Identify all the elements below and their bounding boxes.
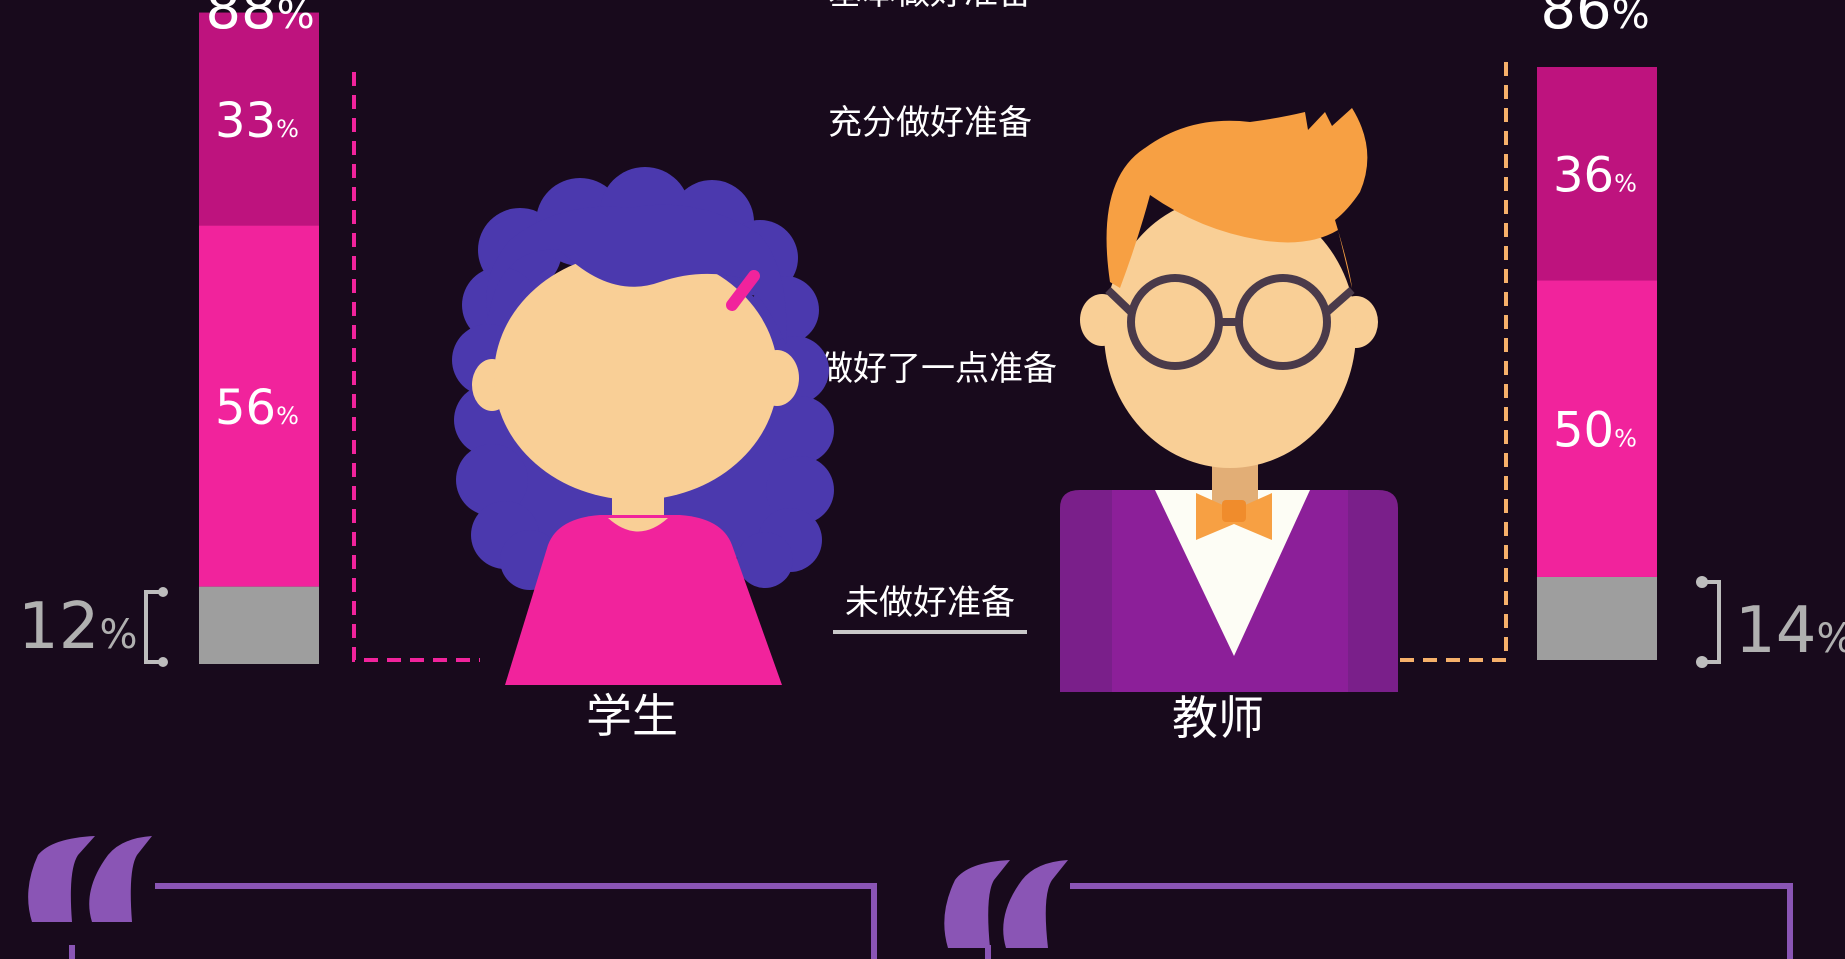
student-guide-line	[352, 72, 480, 662]
student-quote-box	[28, 836, 877, 959]
teacher-bar-segment-2	[1537, 576, 1657, 660]
teacher-illustration	[1060, 108, 1398, 692]
student-total-value: 88	[205, 0, 276, 42]
student-bar-segment-0	[199, 12, 319, 226]
legend-fully-prepared: 充分做好准备	[828, 103, 1032, 143]
teacher-bracket	[1696, 576, 1721, 668]
teacher-bar-segment-0	[1537, 67, 1657, 281]
student-bar-segment-1	[199, 225, 319, 587]
teacher-unprepared-unit: %	[1816, 616, 1845, 662]
legend: 基本做好准备 充分做好准备 做好了一点准备 未做好准备	[819, 0, 1057, 634]
teacher-label: 教师	[1172, 691, 1264, 745]
student-total-label: 88%	[205, 0, 314, 42]
teacher-bar-label-1: 50%	[1553, 403, 1637, 459]
legend-partial-top: 基本做好准备	[828, 0, 1032, 13]
teacher-unprepared-value: 14	[1735, 594, 1816, 668]
teacher-bar-segment-1	[1537, 280, 1657, 577]
student-bar-segment-2	[199, 586, 319, 664]
student-label: 学生	[586, 689, 678, 743]
teacher-unprepared-label: 14%	[1735, 594, 1845, 668]
teacher-total-value: 86	[1540, 0, 1611, 42]
legend-unprepared: 未做好准备	[845, 583, 1015, 623]
teacher-bar: 50% 36%	[1537, 67, 1657, 660]
student-unprepared-value: 12	[18, 590, 99, 664]
teacher-quote-box	[944, 860, 1793, 959]
legend-somewhat-prepared: 做好了一点准备	[819, 349, 1057, 389]
student-bar: 56% 33%	[199, 12, 319, 664]
teacher-total-label: 86%	[1540, 0, 1649, 42]
quote-mark-icon	[28, 836, 152, 922]
student-total-unit: %	[277, 0, 315, 38]
student-bar-label-0: 33%	[215, 93, 299, 149]
student-unprepared-label: 12%	[18, 590, 137, 664]
student-unprepared-unit: %	[99, 612, 137, 658]
student-bracket	[144, 587, 168, 667]
student-illustration	[452, 167, 834, 685]
student-bar-label-1: 56%	[215, 380, 299, 436]
quote-mark-icon	[944, 860, 1068, 948]
teacher-total-unit: %	[1612, 0, 1650, 38]
teacher-bar-label-0: 36%	[1553, 148, 1637, 204]
teacher-guide-line	[1400, 62, 1508, 662]
